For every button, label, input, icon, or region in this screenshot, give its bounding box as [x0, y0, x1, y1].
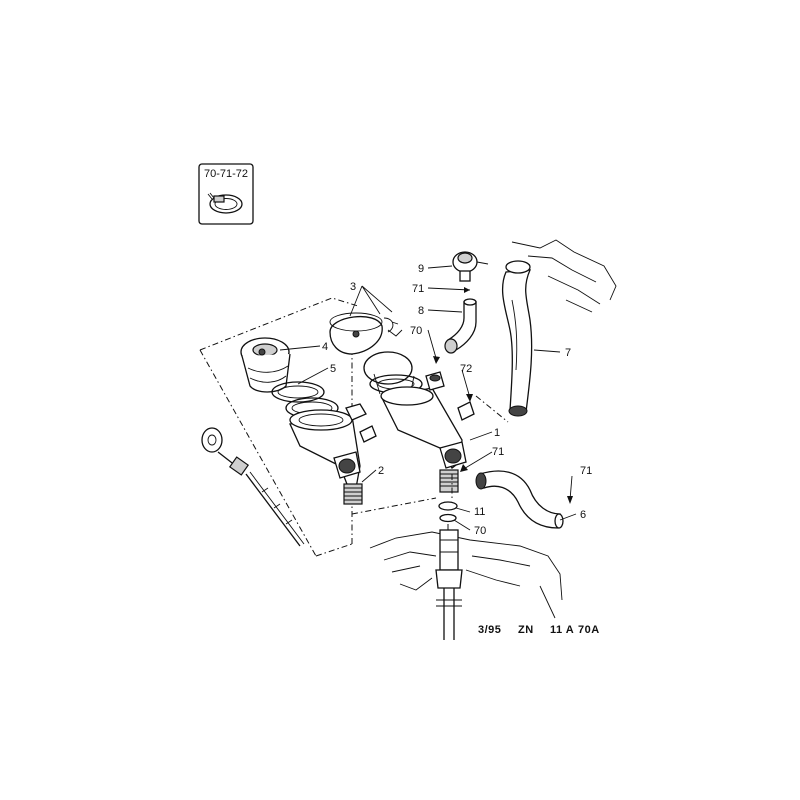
- callout-70-bottom: 70: [474, 525, 486, 537]
- cap-assembly-1: [363, 351, 423, 397]
- callout-71-right: 71: [580, 465, 592, 477]
- callout-8: 8: [418, 305, 424, 317]
- callout-5: 5: [330, 363, 336, 375]
- callout-9: 9: [418, 263, 424, 275]
- reference-code: 3/95 ZN 11 A 70A: [478, 624, 600, 636]
- dome-cap-part-3: [329, 312, 403, 355]
- hose-part-7: [502, 260, 533, 417]
- seal-and-lower-pipe: [435, 501, 463, 640]
- ref-page: 11 A: [550, 624, 574, 636]
- leader-lines: [279, 265, 577, 531]
- engine-block-outline: [369, 531, 563, 619]
- callout-71-top: 71: [412, 283, 424, 295]
- connector-lines: [447, 395, 509, 530]
- cap-part-4: [240, 337, 291, 393]
- ref-zone: ZN: [518, 624, 534, 636]
- hose-clamp-icon: [207, 192, 243, 214]
- callout-70-top: 70: [410, 325, 422, 337]
- separator-body-part-1: [380, 371, 475, 493]
- callout-labels: 3 4 5 2 9 71 8 70 7 72 1 71 71 6 11 70: [322, 263, 592, 537]
- callout-3: 3: [350, 281, 356, 293]
- callout-11: 11: [474, 506, 485, 518]
- elbow-pipe-part-8: [444, 298, 477, 354]
- callout-72: 72: [460, 363, 472, 375]
- callout-2: 2: [378, 465, 384, 477]
- inset-label: 70-71-72: [204, 168, 248, 180]
- ref-plate: 70A: [578, 624, 600, 636]
- hose-part-6: [475, 470, 564, 529]
- callout-6: 6: [580, 509, 586, 521]
- engine-head-outline: [511, 239, 617, 313]
- ref-date: 3/95: [478, 624, 501, 636]
- callout-1: 1: [494, 427, 500, 439]
- breather-valve-part-9: [452, 251, 489, 282]
- separator-body-part-2: [289, 403, 377, 505]
- callout-7: 7: [565, 347, 571, 359]
- callout-71-mid: 71: [492, 446, 504, 458]
- dipstick: [201, 427, 305, 547]
- callout-4: 4: [322, 341, 328, 353]
- inset-clamp-box: 70-71-72: [198, 163, 254, 225]
